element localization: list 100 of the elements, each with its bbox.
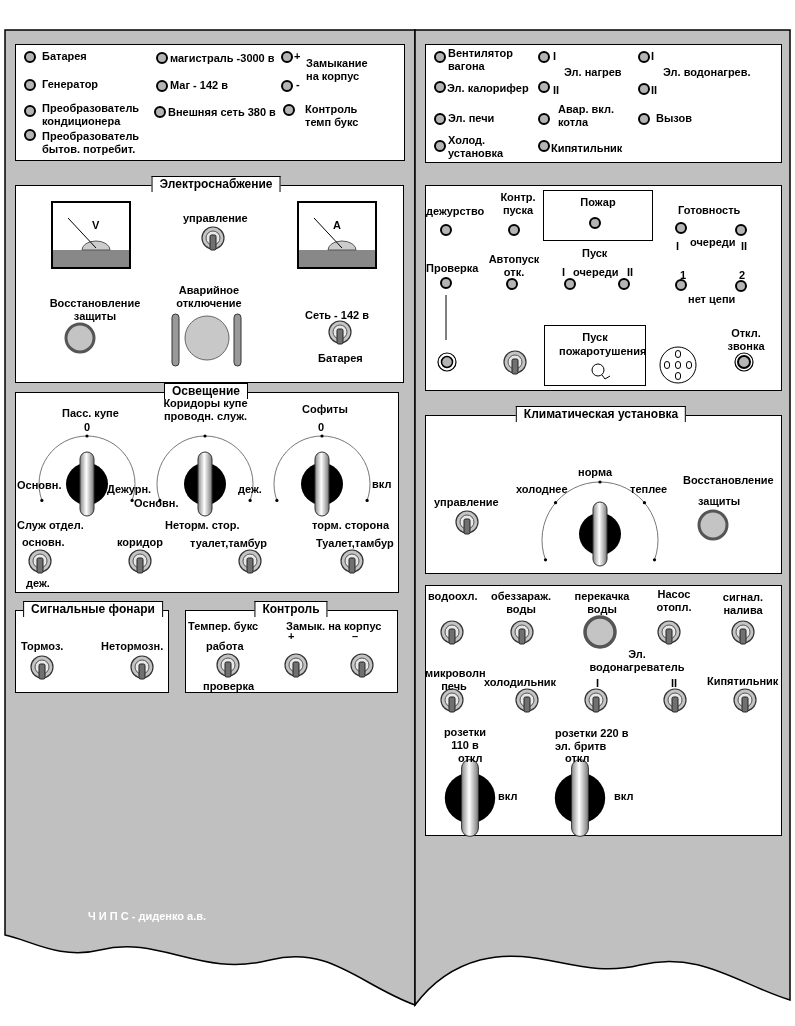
control-label: Эл. водонагреватель: [588, 648, 686, 674]
control-label: Генератор: [42, 78, 99, 91]
control-label: Эл. калорифер: [447, 82, 529, 95]
control-label: Батарея: [318, 352, 363, 365]
control-label: I: [596, 677, 600, 690]
control-label: Вентилятор вагона: [448, 47, 514, 73]
control-label: Вызов: [656, 112, 692, 125]
control-label: Коридоры купе проводн. служ.: [163, 397, 248, 423]
control-label: коридор: [117, 536, 163, 549]
control-label: деж.: [238, 483, 262, 496]
control-label: Проверка: [426, 262, 479, 275]
control-label: вкл: [498, 790, 518, 803]
control-label: водоохл.: [428, 590, 478, 603]
control-label: холодильник: [484, 676, 557, 689]
control-label: перекачка воды: [573, 590, 631, 616]
control-label: +: [288, 630, 295, 643]
control-label: Аварийное отключение: [175, 284, 243, 310]
control-label: Тормоз.: [21, 640, 64, 653]
control-label: Восстановление: [683, 474, 774, 487]
control-label: Готовность: [678, 204, 741, 217]
control-label: управление: [434, 496, 499, 509]
control-label: 0: [84, 421, 91, 434]
control-label: Дежурн.: [107, 483, 152, 496]
panel-title: Электроснабжение: [151, 176, 281, 192]
control-label: A: [333, 219, 341, 232]
control-label: II: [671, 677, 678, 690]
control-label: очереди: [690, 236, 736, 249]
control-label: Преобразователь бытов. потребит.: [42, 130, 141, 156]
control-label: Софиты: [302, 403, 348, 416]
box-title: Пуск пожаротушения: [558, 330, 645, 359]
control-label: Кипятильник: [707, 675, 779, 688]
panel-title: Климатическая установка: [515, 406, 687, 422]
control-label: Автопуск отк.: [487, 253, 541, 279]
control-label: Внешняя сеть 380 в: [168, 106, 276, 119]
control-label: норма: [578, 466, 613, 479]
control-label: Основн.: [17, 479, 62, 492]
control-label: Замыкание на корпус: [306, 57, 369, 83]
panel-title: Контроль: [254, 601, 328, 617]
control-label: Контр. пуска: [499, 191, 537, 217]
control-label: +: [294, 50, 301, 63]
control-label: Эл. нагрев: [564, 66, 622, 79]
control-label: Основн.: [134, 497, 179, 510]
framed-box: [543, 190, 653, 241]
control-label: 2: [739, 269, 746, 282]
control-label: Восстановление защиты: [48, 297, 142, 323]
control-label: вкл: [614, 790, 634, 803]
control-label: Насос отопл.: [655, 588, 693, 614]
control-label: откл: [458, 752, 483, 765]
control-label: обеззараж. воды: [490, 590, 552, 616]
control-label: проверка: [203, 680, 255, 693]
control-label: Холод. установка: [448, 134, 505, 160]
panel-title: Освещение: [164, 383, 248, 399]
control-label: Откл. звонка: [726, 327, 766, 353]
control-label: откл: [565, 752, 590, 765]
control-label: I: [651, 50, 655, 63]
author-credit: Ч И П С - диденко а.в.: [88, 910, 207, 923]
control-label: дежурство: [426, 205, 485, 218]
control-label: -: [296, 78, 300, 91]
control-label: защиты: [698, 495, 741, 508]
control-label: работа: [206, 640, 244, 653]
control-label: Эл. водонагрев.: [663, 66, 751, 79]
control-label: магистраль -3000 в: [170, 52, 275, 65]
control-label: V: [92, 219, 100, 232]
control-label: 0: [318, 421, 325, 434]
control-label: I: [562, 266, 566, 279]
control-label: торм. сторона: [312, 519, 390, 532]
control-label: Кипятильник: [551, 142, 623, 155]
control-label: Нетормозн.: [101, 640, 164, 653]
control-label: Туалет,тамбур: [316, 537, 394, 550]
control-label: деж.: [26, 577, 50, 590]
control-label: основн.: [22, 536, 65, 549]
control-label: I: [553, 50, 557, 63]
control-label: II: [651, 84, 658, 97]
control-label: II: [627, 266, 634, 279]
control-label: Преобразователь кондиционера: [42, 102, 141, 128]
control-label: очереди: [573, 266, 619, 279]
control-label: 1: [680, 269, 687, 282]
control-label: Неторм. стор.: [165, 519, 240, 532]
panel-title: Сигнальные фонари: [23, 601, 163, 617]
control-label: холоднее: [516, 483, 568, 496]
framed-box: [544, 325, 646, 386]
control-label: Контроль темп букс: [305, 103, 360, 129]
control-label: II: [553, 84, 560, 97]
control-label: вкл: [372, 478, 392, 491]
control-label: I: [676, 240, 680, 253]
control-label: Сеть - 142 в: [305, 309, 369, 322]
control-label: Замык. на корпус: [286, 620, 382, 633]
control-label: управление: [183, 212, 248, 225]
control-label: Служ отдел.: [17, 519, 84, 532]
control-label: сигнал. налива: [721, 591, 765, 617]
control-label: II: [741, 240, 748, 253]
box-title: Пожар: [579, 195, 617, 210]
control-label: Маг - 142 в: [170, 79, 228, 92]
control-label: Авар. вкл. котла: [558, 103, 615, 129]
control-label: туалет,тамбур: [190, 537, 268, 550]
control-label: Темпер. букс: [188, 620, 259, 633]
control-label: нет цепи: [688, 293, 736, 306]
control-label: Пасс. купе: [62, 407, 119, 420]
control-label: Эл. печи: [448, 112, 495, 125]
control-label: Батарея: [42, 50, 87, 63]
